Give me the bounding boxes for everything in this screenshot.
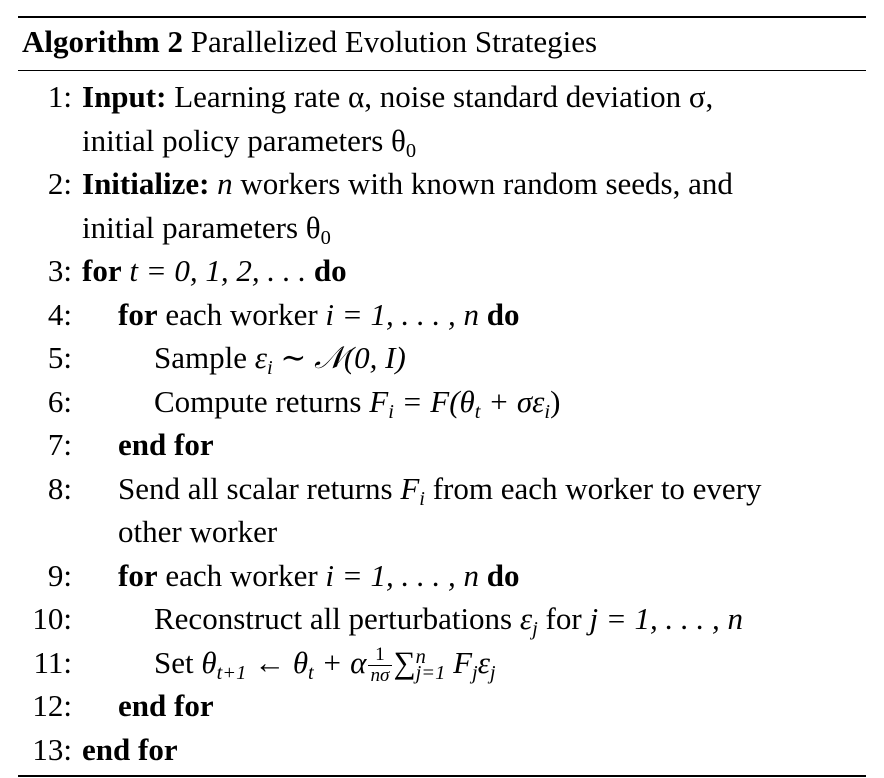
line-4: 4: for each worker i = 1, . . . , n do <box>47 296 520 332</box>
line-8: 8: Send all scalar returns Fi from each … <box>47 470 762 510</box>
line-10: 10: Reconstruct all perturbations εj for… <box>32 601 743 641</box>
line-text: Learning rate α, noise standard deviatio… <box>174 79 714 114</box>
line-2-cont: initial parameters θ0 <box>82 209 331 249</box>
keyword: Initialize: <box>82 166 210 201</box>
line-9: 9: for each worker i = 1, . . . , n do <box>47 557 520 593</box>
line-number: 1: <box>47 79 72 114</box>
line-3: 3: for t = 0, 1, 2, . . . do <box>47 253 347 288</box>
line-8-cont: other worker <box>118 514 278 549</box>
algorithm-lines: 1: Input: Learning rate α, noise standar… <box>18 71 866 771</box>
algorithm-caption: Algorithm 2 Parallelized Evolution Strat… <box>18 18 866 66</box>
line-6: 6: Compute returns Fi = F(θt + σεi) <box>47 383 561 423</box>
bottom-rule <box>18 775 866 777</box>
line-12: 12: end for <box>32 688 214 723</box>
top-rule <box>18 16 866 18</box>
algorithm-box: Algorithm 2 Parallelized Evolution Strat… <box>18 16 866 777</box>
algorithm-label: Algorithm 2 <box>22 24 184 59</box>
algorithm-title: Parallelized Evolution Strategies <box>190 24 598 59</box>
line-1: 1: Input: Learning rate α, noise standar… <box>18 75 866 119</box>
keyword: for <box>82 253 122 288</box>
line-text: workers with known random seeds, and <box>240 166 733 201</box>
line-5: 5: Sample εi ∼ 𝒩(0, I) <box>47 340 406 380</box>
sum-symbol: ∑ <box>393 644 416 680</box>
line-13: 13: end for <box>32 731 178 767</box>
line-text: initial policy parameters θ <box>82 122 406 158</box>
line-text: initial parameters θ <box>82 209 321 245</box>
line-1-cont: initial policy parameters θ0 <box>82 122 417 162</box>
keyword: Input: <box>82 79 167 114</box>
line-7: 7: end for <box>47 427 214 462</box>
line-2: 2: Initialize: n workers with known rand… <box>47 166 733 201</box>
caption-rule <box>18 70 866 71</box>
